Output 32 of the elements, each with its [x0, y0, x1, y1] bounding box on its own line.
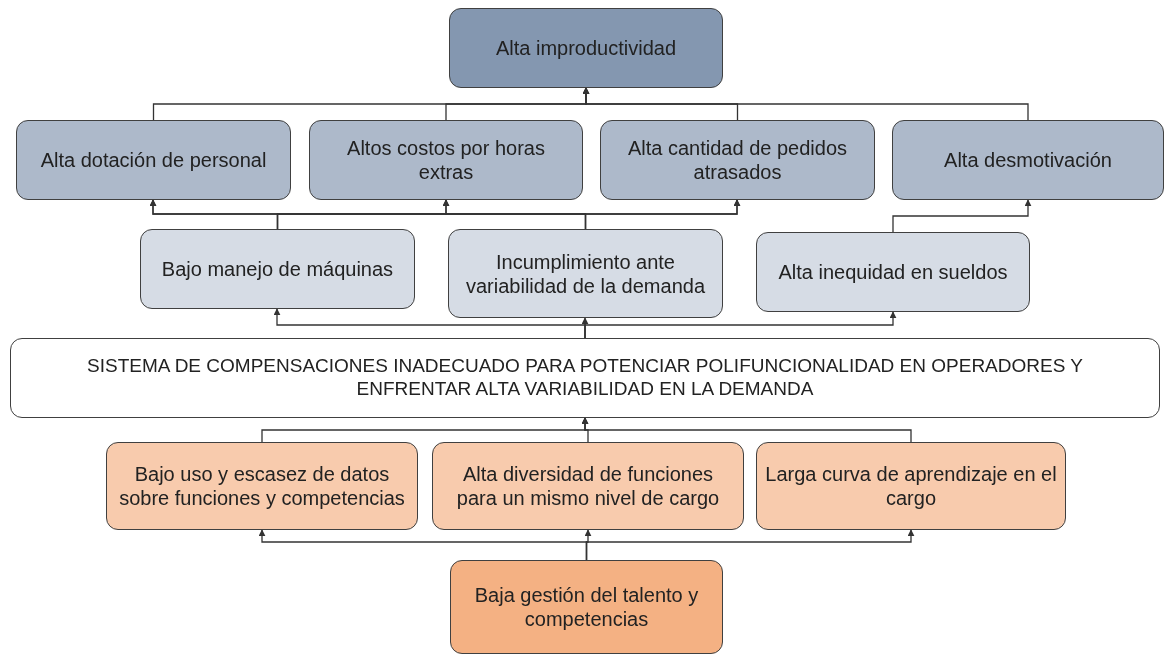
box-text: Alta improductividad — [495, 36, 677, 60]
connector-arrow — [584, 199, 741, 230]
cause-box — [756, 442, 1066, 530]
connector-arrow — [582, 87, 1029, 121]
connector-arrow — [584, 311, 897, 339]
cause-box — [450, 560, 723, 654]
connector-arrow — [892, 199, 1032, 233]
connector-arrow — [585, 529, 915, 561]
box-text: Alta diversidad de funciones para un mismo nivel de cargo — [455, 462, 721, 510]
box-text: Baja gestión del talento y competencias — [473, 583, 700, 631]
cause-box — [106, 442, 418, 530]
cause-box — [448, 229, 723, 318]
box-text: Alta dotación de personal — [40, 148, 267, 172]
cause-box — [16, 120, 291, 200]
box-text: Bajo manejo de máquinas — [161, 257, 394, 281]
cause-box — [309, 120, 583, 200]
box-text: SISTEMA DE COMPENSACIONES INADECUADO PARA POTENCIAR POLIFUNCIONALIDAD EN OPERADORES Y ENFRENTAR ALTA VARIABILIDAD EN LA DEMANDA — [86, 355, 1084, 401]
cause-box — [892, 120, 1164, 200]
box-text: Bajo uso y escasez de datos sobre funciones y competencias — [118, 462, 406, 510]
box-text: Incumplimiento ante variabilidad de la demanda — [464, 249, 707, 298]
box-text: Altos costos por horas extras — [346, 136, 546, 184]
box-text: Alta desmotivación — [944, 148, 1112, 172]
cause-box — [449, 8, 723, 88]
box-text: Alta cantidad de pedidos atrasados — [626, 136, 849, 184]
cause-box — [600, 120, 875, 200]
box-text: Alta inequidad en sueldos — [778, 260, 1008, 284]
cause-box — [140, 229, 415, 309]
cause-box — [10, 338, 1160, 418]
cause-box — [432, 442, 744, 530]
box-text: Larga curva de aprendizaje en el cargo — [765, 462, 1057, 510]
connector-arrow — [581, 417, 912, 443]
cause-box — [756, 232, 1030, 312]
